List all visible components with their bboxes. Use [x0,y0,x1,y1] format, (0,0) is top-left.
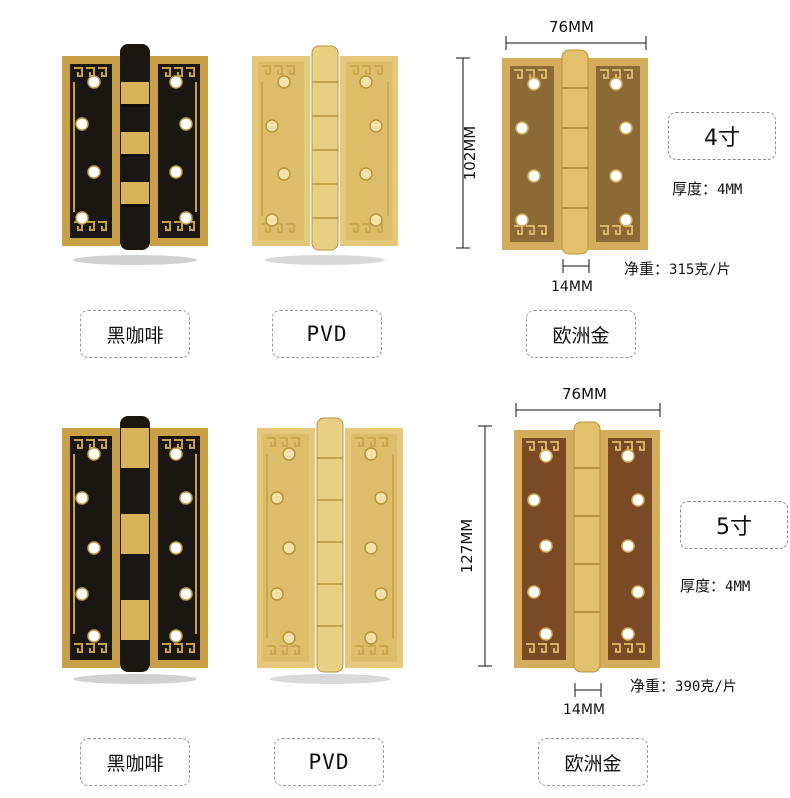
weight-value: 390克/片 [675,679,737,695]
dim-knuckle-line-5in [574,683,602,697]
hinge-black-coffee-4in [62,44,208,265]
thickness-value: 4MM [717,182,743,198]
finish-label-pvd-5in: PVD [274,738,384,786]
weight-value: 315克/片 [669,262,731,278]
dim-height-4in: 102MM [461,125,479,181]
weight-label: 净重： [624,260,670,278]
dim-width-4in: 76MM [549,18,594,36]
thickness-label: 厚度： [672,180,718,198]
hinge-european-gold-4in [502,49,648,255]
finish-label-european-gold: 欧洲金 [526,310,636,358]
thickness-5in: 厚度：4MM [680,575,750,596]
dim-height-line-4in [456,57,470,249]
dim-width-line-4in [505,36,647,50]
thickness-label: 厚度： [680,577,726,595]
dim-knuckle-line-4in [562,259,590,273]
finish-label-black-coffee-5in: 黑咖啡 [80,738,190,786]
hinge-pvd-5in [257,417,403,684]
weight-4in: 净重：315克/片 [624,258,731,279]
dim-width-5in: 76MM [562,385,607,403]
weight-5in: 净重：390克/片 [630,675,737,696]
dim-height-line-5in [478,425,492,667]
dim-width-line-5in [515,403,661,417]
finish-label-pvd: PVD [272,310,382,358]
thickness-value: 4MM [725,579,751,595]
dim-height-5in: 127MM [458,518,476,574]
size-label-4in: 4寸 [668,112,776,160]
size-label-5in: 5寸 [680,501,788,549]
dim-knuckle-5in: 14MM [563,702,605,718]
hinge-european-gold-5in [514,421,660,673]
thickness-4in: 厚度：4MM [672,178,742,199]
dim-knuckle-4in: 14MM [551,279,593,295]
finish-label-black-coffee: 黑咖啡 [80,310,190,358]
finish-label-european-gold-5in: 欧洲金 [538,738,648,786]
weight-label: 净重： [630,677,676,695]
hinge-black-coffee-5in [62,416,208,684]
hinge-pvd-4in [252,45,398,265]
